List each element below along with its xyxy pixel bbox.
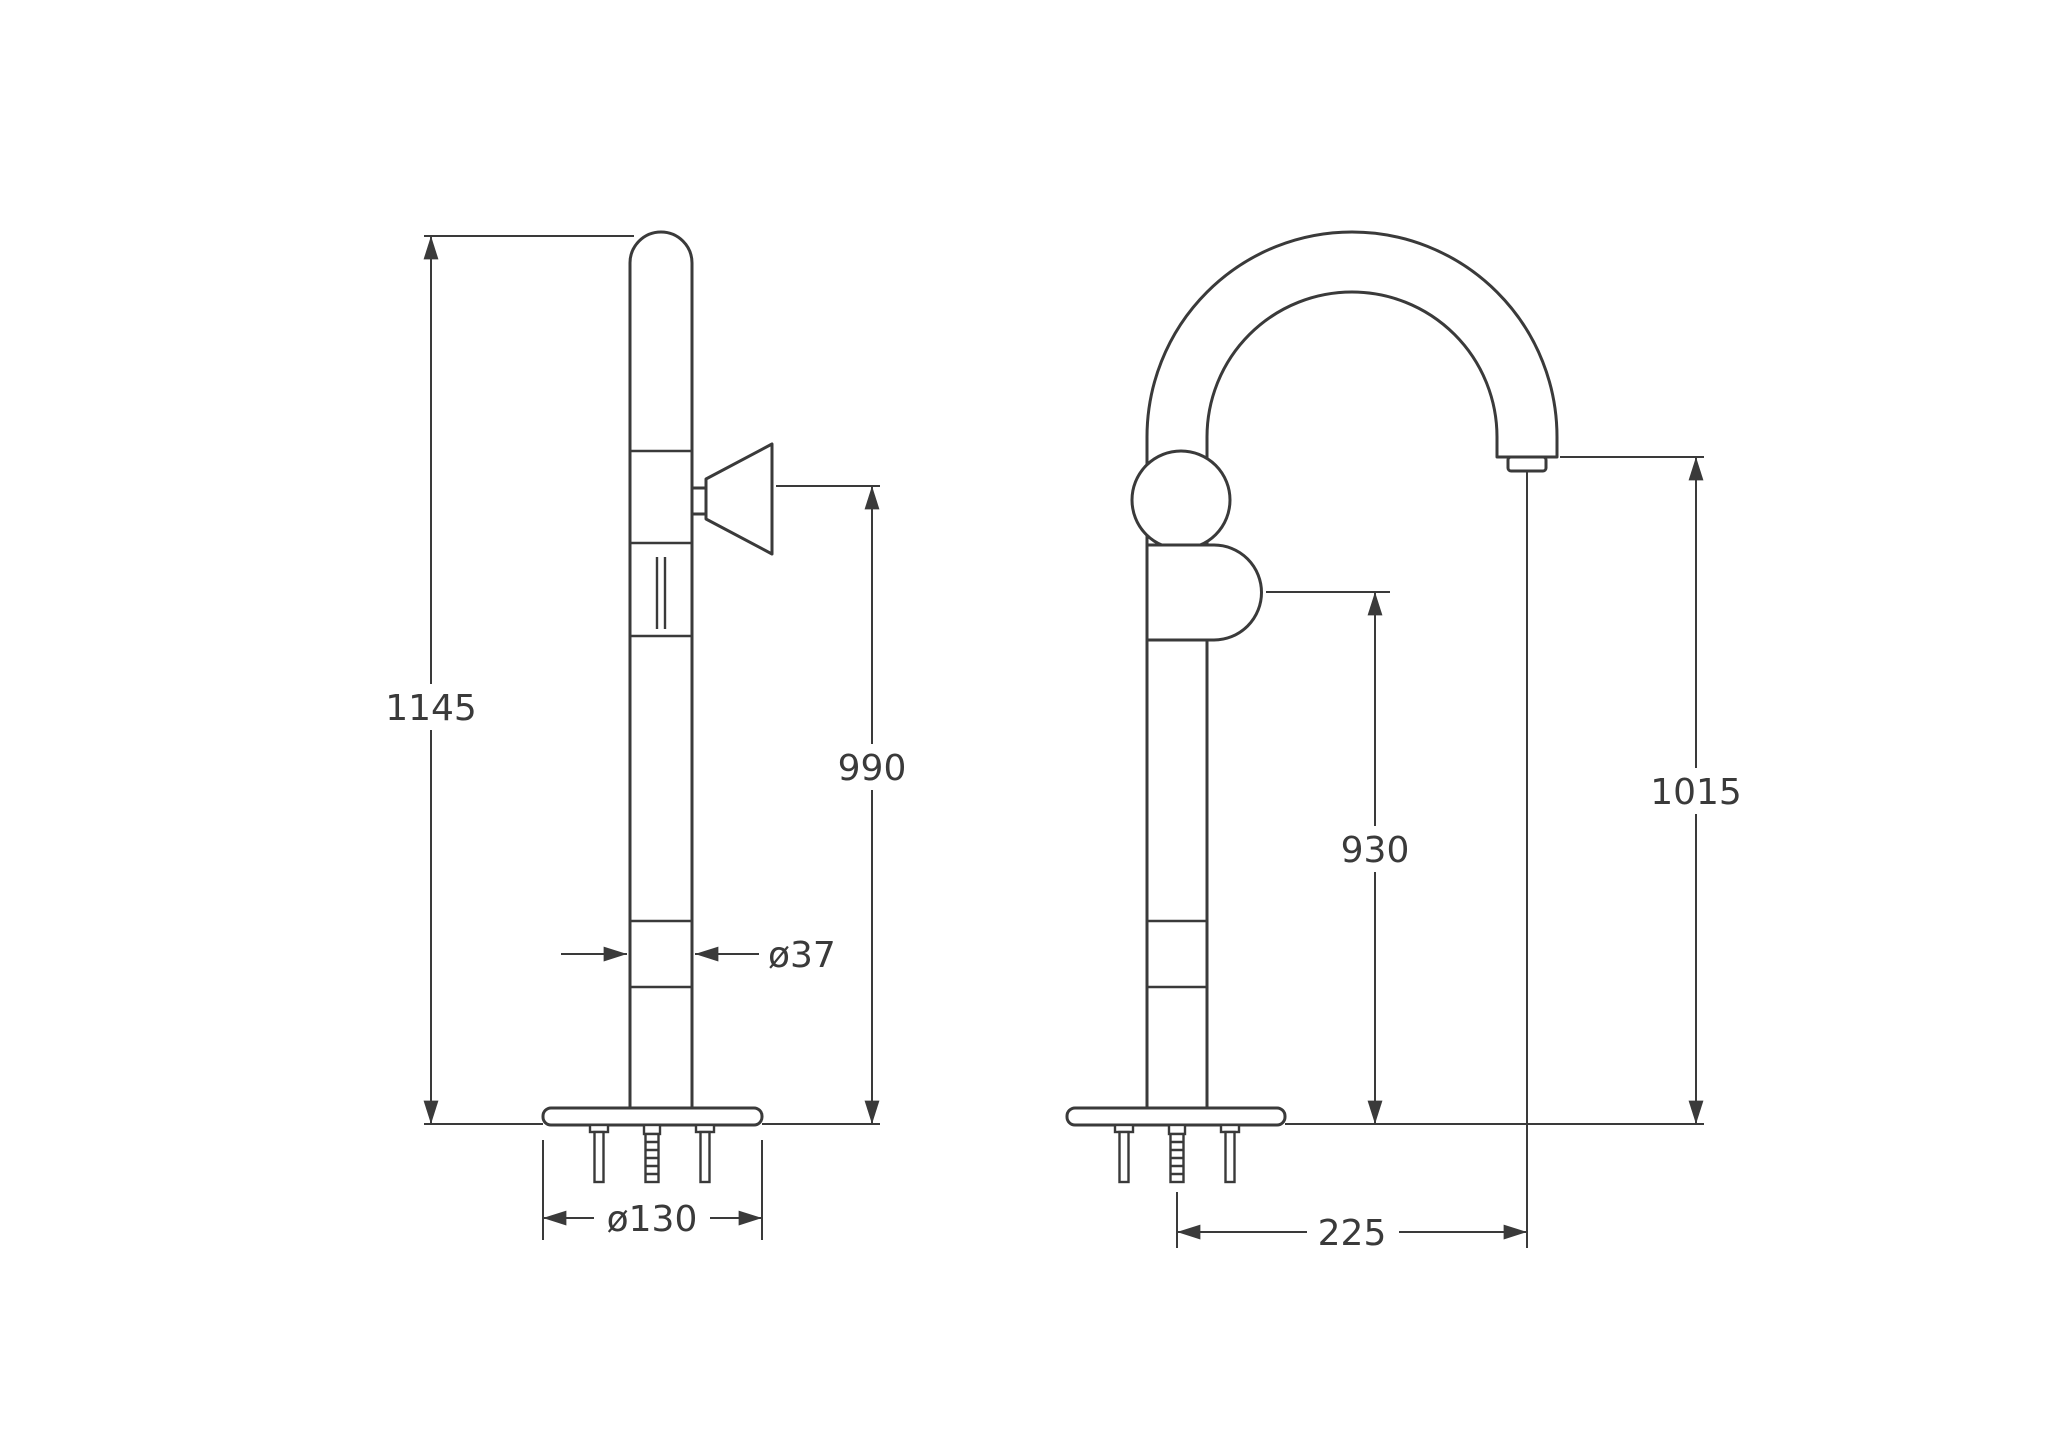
handle-stem: [690, 486, 708, 516]
dimension-label: 1145: [385, 688, 477, 729]
base-plate: [541, 1106, 764, 1127]
mounting-bolts: [1113, 1123, 1241, 1184]
body-joint-lines: [1147, 919, 1207, 989]
handle-cone: [704, 442, 774, 556]
dimension-label: 225: [1318, 1213, 1387, 1254]
dimension-front-outlet-height: 1015: [1285, 456, 1756, 1125]
bolt: [588, 1123, 610, 1184]
dimension-front-handle-height: 930: [1266, 591, 1425, 1124]
handle-ball: [1130, 449, 1232, 551]
mounting-bolts: [588, 1123, 716, 1184]
dimension-front-spout-reach: 225: [1176, 471, 1528, 1255]
bolt: [1113, 1123, 1135, 1184]
body-joint-lines: [630, 449, 692, 989]
bolt: [694, 1123, 716, 1184]
label-background: [369, 684, 493, 730]
dimension-label: ø130: [607, 1199, 698, 1240]
dimension-side-handle-height: 990: [762, 485, 922, 1125]
label-background: [1636, 768, 1756, 814]
spout-outlet: [1506, 455, 1548, 473]
side-view: [541, 230, 774, 1184]
threaded-stud: [642, 1123, 662, 1184]
dimension-label: 1015: [1650, 772, 1742, 813]
threaded-stud: [1167, 1123, 1187, 1184]
dimension-side-base-diameter: ø130: [542, 1140, 763, 1241]
body-detail-lines: [655, 557, 667, 629]
handle-side: [690, 442, 774, 556]
bolt: [1219, 1123, 1241, 1184]
label-background: [594, 1196, 710, 1241]
label-background: [1307, 1210, 1399, 1255]
dimension-side-overall-height: 1145: [369, 235, 634, 1125]
faucet-body-outline: [628, 230, 694, 1110]
label-background: [822, 744, 922, 790]
base-plate: [1065, 1106, 1287, 1127]
front-view: [1065, 230, 1559, 1184]
dimension-label: 990: [838, 748, 907, 789]
spout-outline: [1145, 230, 1559, 1110]
label-background: [1325, 826, 1425, 872]
dimension-side-body-diameter: ø37: [561, 935, 836, 976]
dimension-label: 930: [1341, 830, 1410, 871]
handle-knob: [1145, 543, 1263, 642]
dimension-label: ø37: [768, 935, 836, 976]
